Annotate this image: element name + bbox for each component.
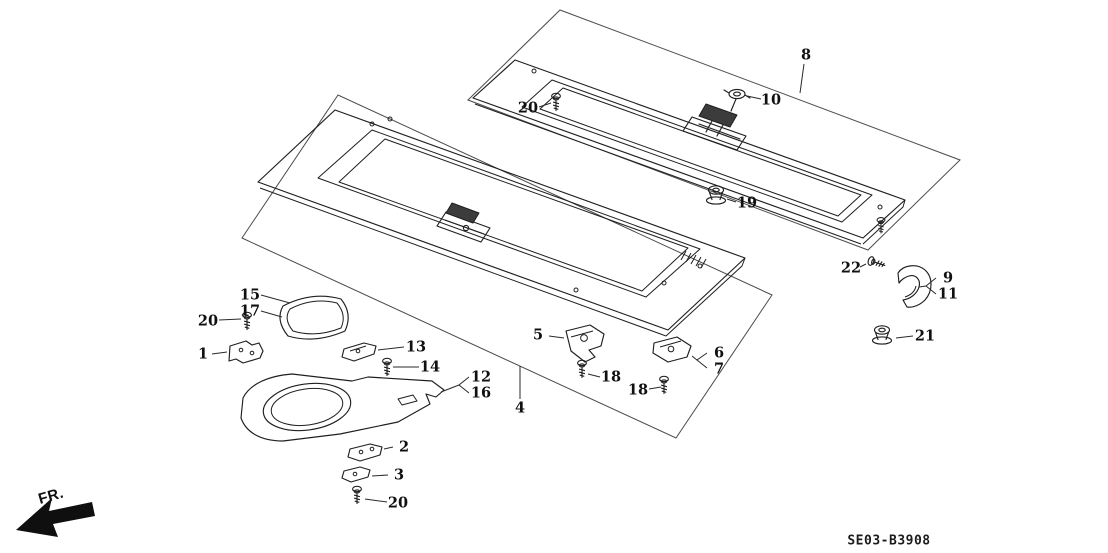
screw-22-icon — [866, 255, 887, 271]
part-callout-11: 11 — [937, 285, 959, 303]
rear-shelf-trim-part8 — [472, 59, 906, 245]
latch-lower-artwork — [436, 202, 491, 243]
part-callout-14: 14 — [419, 358, 441, 376]
diagram-code: SE03-B3908 — [847, 533, 931, 549]
part-callout-8: 8 — [800, 46, 812, 64]
screw-14-icon — [382, 357, 392, 377]
leader-1 — [211, 351, 228, 355]
part-callout-18: 18 — [600, 368, 622, 386]
clip-part2 — [347, 443, 383, 462]
part-callout-9: 9 — [942, 269, 954, 287]
leader-9-11 — [918, 285, 927, 288]
clip-21-icon — [871, 325, 893, 345]
leader-15 — [260, 294, 291, 304]
leader-20-left — [218, 318, 242, 321]
part-callout-15: 15 — [239, 286, 261, 304]
leader-brace-6-7 — [696, 352, 708, 369]
part-callout-20: 20 — [517, 99, 539, 117]
speaker-lid-part15 — [279, 295, 349, 340]
striker-part6 — [652, 336, 692, 363]
fr-label: FR. — [36, 484, 65, 507]
part-callout-2: 2 — [398, 438, 410, 456]
part-callout-12: 12 — [470, 368, 492, 386]
part-callout-20: 20 — [387, 494, 409, 512]
clip-19-icon — [705, 185, 727, 205]
leader-3 — [371, 474, 389, 477]
striker-part5 — [565, 324, 605, 363]
leader-5 — [548, 335, 565, 339]
leader-18-right — [648, 386, 662, 390]
part-callout-21: 21 — [914, 327, 936, 345]
vent-hatch-marks — [680, 250, 707, 269]
part-callout-13: 13 — [405, 338, 427, 356]
speaker-shelf-part12 — [240, 373, 445, 442]
leader-10 — [746, 95, 762, 100]
rear-shelf-panel-part4 — [257, 109, 746, 337]
upper-boundary-frame — [467, 9, 961, 251]
bracket-part1 — [228, 340, 264, 364]
fr-direction-arrow: FR. — [16, 484, 95, 537]
leader-17 — [260, 310, 283, 318]
leader-21 — [895, 335, 914, 339]
leader-20-upper — [538, 102, 552, 108]
leader-6-7 — [691, 355, 698, 361]
part-callout-6: 6 — [713, 344, 725, 362]
clip-part13 — [341, 342, 377, 362]
leader-18-left — [587, 373, 601, 378]
leader-22 — [859, 263, 867, 268]
leader-lines — [211, 63, 937, 503]
part-callout-19: 19 — [736, 194, 758, 212]
part-callout-1: 1 — [197, 345, 209, 363]
leader-20-lower — [364, 498, 388, 503]
part-callout-18: 18 — [627, 381, 649, 399]
latch-upper-artwork — [682, 103, 747, 151]
hook-bracket-part9 — [897, 265, 932, 308]
leader-12-16 — [440, 384, 460, 393]
part-callout-17: 17 — [239, 302, 261, 320]
fr-arrow-icon — [16, 498, 95, 537]
part-callout-20: 20 — [197, 312, 219, 330]
part-callout-5: 5 — [532, 326, 544, 344]
part-callout-3: 3 — [393, 466, 405, 484]
lower-boundary-frame — [241, 94, 773, 439]
leader-19 — [726, 198, 737, 203]
screw-18-left-icon — [577, 359, 587, 379]
leader-brace-12-16 — [458, 376, 470, 394]
part-callout-4: 4 — [514, 399, 526, 417]
part-callout-16: 16 — [470, 384, 492, 402]
screw-18-right-icon — [659, 375, 669, 395]
part-callout-10: 10 — [760, 91, 782, 109]
leader-8 — [799, 63, 805, 94]
part-callout-7: 7 — [713, 360, 725, 378]
leader-2 — [383, 446, 394, 450]
wing-nut-10-icon — [723, 88, 751, 112]
part-callout-22: 22 — [840, 259, 862, 277]
screw-20-lower-icon — [352, 485, 362, 505]
screw-20-upper-icon — [551, 92, 561, 112]
clip-part3 — [341, 466, 371, 483]
leader-13 — [377, 346, 405, 351]
